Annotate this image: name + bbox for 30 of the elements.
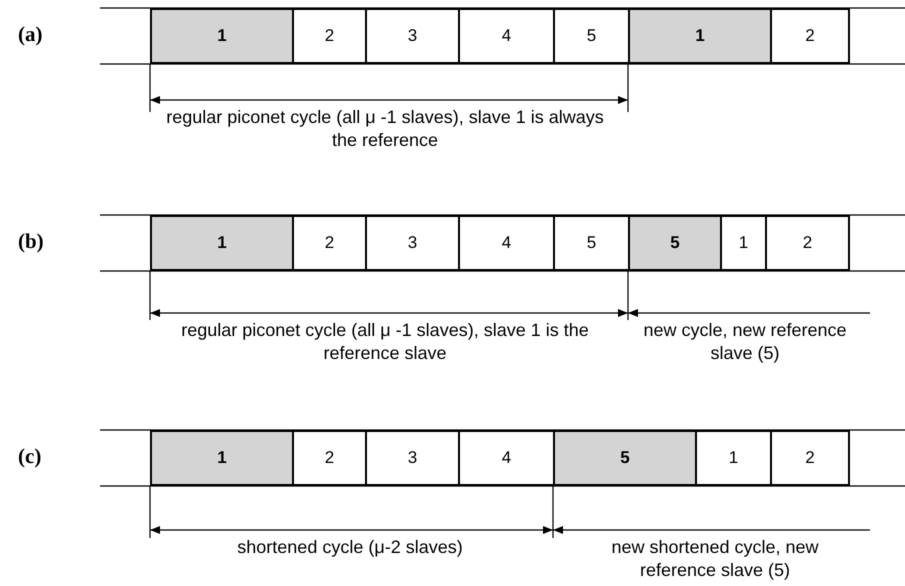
time-slot: 2	[770, 430, 850, 486]
time-slot: 5	[553, 8, 630, 64]
time-slot: 1	[150, 430, 294, 486]
dimension-caption: regular piconet cycle (all μ -1 slaves), slave 1 is the reference slave	[180, 319, 590, 365]
time-slot: 1	[150, 8, 294, 64]
time-slot: 4	[458, 430, 555, 486]
panel-tag: (c)	[18, 444, 42, 469]
time-slot: 2	[292, 8, 367, 64]
dimension-caption: regular piconet cycle (all μ -1 slaves), slave 1 is always the reference	[165, 106, 605, 152]
time-slot: 2	[770, 8, 850, 64]
time-slot: 4	[458, 8, 555, 64]
time-slot: 3	[365, 430, 460, 486]
dimension-caption: new shortened cycle, new reference slave (5)	[610, 536, 820, 582]
time-slot: 5	[553, 430, 697, 486]
time-slot: 2	[292, 215, 367, 271]
time-slot: 2	[292, 430, 367, 486]
time-slot: 1	[695, 430, 772, 486]
time-slot: 1	[720, 215, 767, 271]
dimension-caption: shortened cycle (μ-2 slaves)	[236, 536, 464, 559]
time-slot: 3	[365, 8, 460, 64]
time-slot: 1	[628, 8, 772, 64]
panel-tag: (b)	[18, 229, 44, 254]
time-slot: 3	[365, 215, 460, 271]
time-slot: 2	[765, 215, 850, 271]
time-slot: 4	[458, 215, 555, 271]
time-slot: 5	[553, 215, 630, 271]
panel-tag: (a)	[18, 22, 42, 47]
time-slot: 1	[150, 215, 294, 271]
time-slot: 5	[628, 215, 722, 271]
dimension-caption: new cycle, new reference slave (5)	[642, 319, 848, 365]
